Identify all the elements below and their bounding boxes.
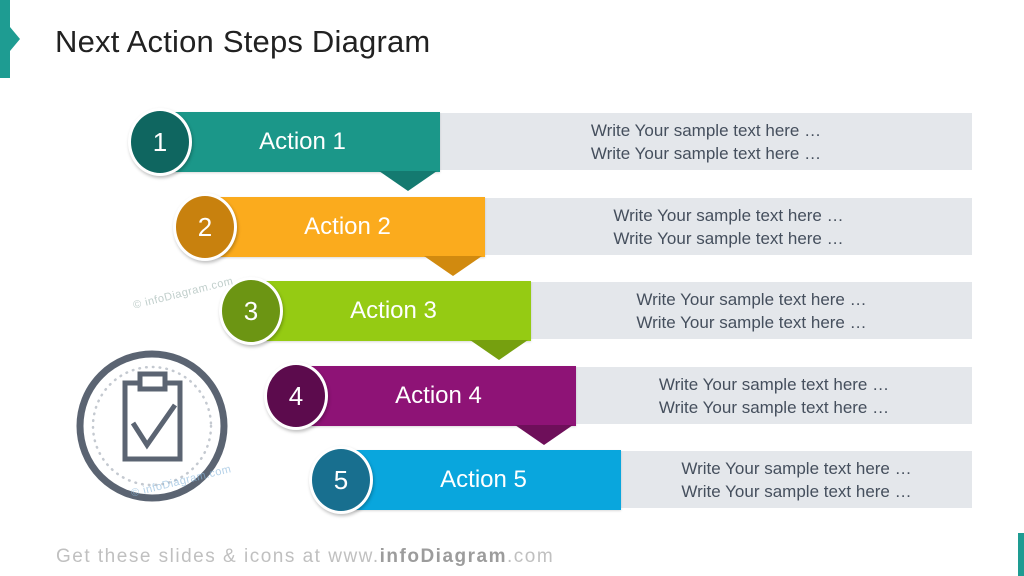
step-arrow-icon [379,171,437,191]
step-text-line: Write Your sample text here … [613,228,844,248]
step-textbox: Write Your sample text here … Write Your… [440,113,972,170]
step-banner: Action 1 [165,112,440,172]
step-arrow-icon [470,340,528,360]
step-number-circle: 2 [173,193,237,261]
step-number-circle: 1 [128,108,192,176]
step-text-line: Write Your sample text here … [681,481,912,501]
step-text-line: Write Your sample text here … [613,205,844,225]
footer-brand: infoDiagram [379,546,507,567]
clipboard-check-icon [76,350,228,502]
step-textbox: Write Your sample text here … Write Your… [531,282,972,339]
footer-prefix: Get these slides & icons at www. [56,546,380,567]
step-number-circle: 4 [264,362,328,430]
step-text-line: Write Your sample text here … [658,397,890,417]
footer-suffix: .com [506,546,555,567]
step-banner: Action 4 [301,366,576,426]
step-textbox: Write Your sample text here … Write Your… [485,198,972,255]
step-arrow-icon [515,425,573,445]
step-number-circle: 5 [309,446,373,514]
right-accent-bar [1018,533,1024,576]
step-text-line: Write Your sample text here … [636,312,867,332]
step-text-line: Write Your sample text here … [681,458,912,478]
slide-title: Next Action Steps Diagram [55,24,431,59]
step-arrow-icon [424,256,482,276]
step-textbox: Write Your sample text here … Write Your… [621,451,972,508]
chevron-right-accent-icon [0,0,20,78]
step-text-line: Write Your sample text here … [590,143,822,163]
step-textbox: Write Your sample text here … Write Your… [576,367,972,424]
step-text-line: Write Your sample text here … [636,289,867,309]
step-banner: Action 3 [256,281,531,341]
step-text-line: Write Your sample text here … [590,120,822,140]
step-banner: Action 5 [346,450,621,510]
step-text-line: Write Your sample text here … [658,374,890,394]
footer: Get these slides & icons at www.infoDiag… [56,546,554,568]
step-number-circle: 3 [219,277,283,345]
step-banner: Action 2 [210,197,485,257]
